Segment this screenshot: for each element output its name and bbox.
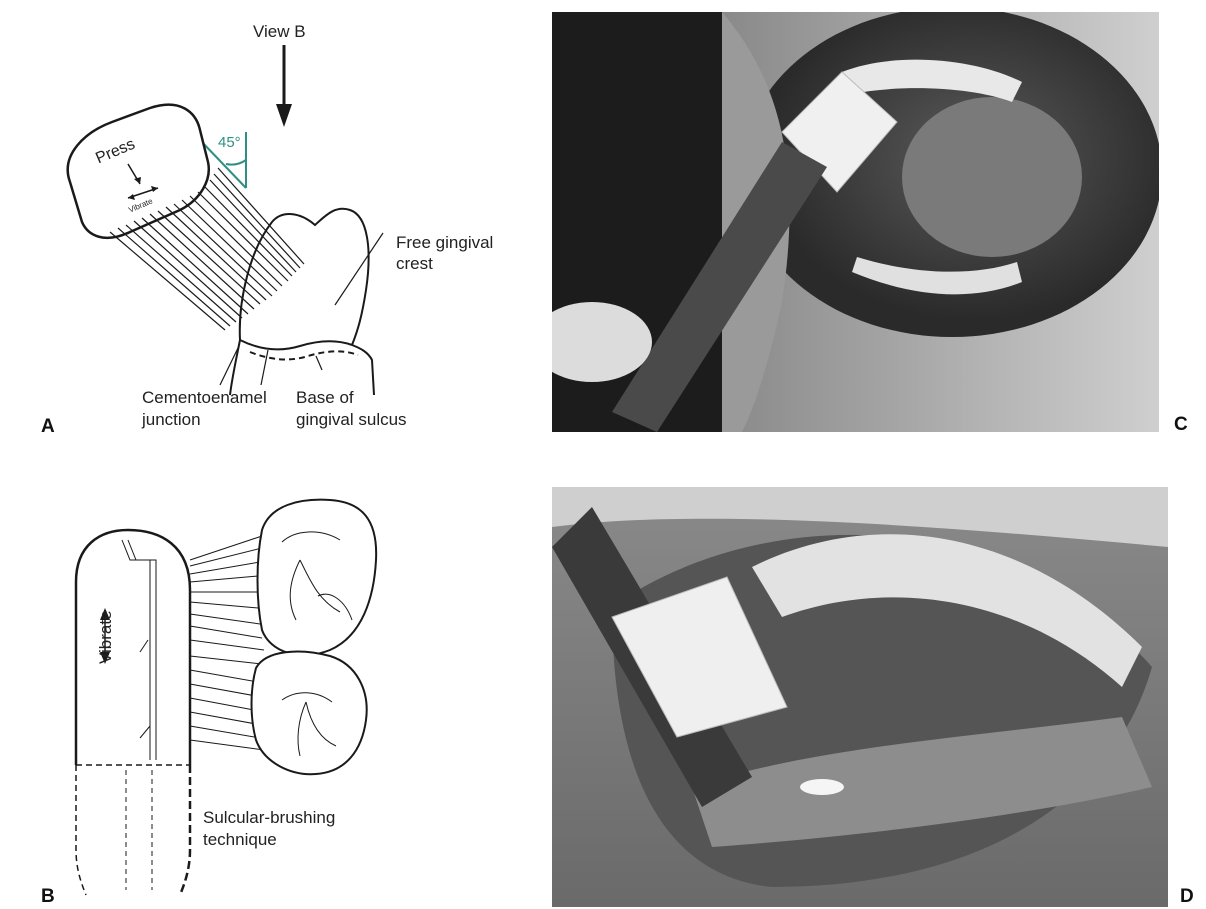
technique-label-2: technique — [203, 830, 277, 849]
panel-letter-d: D — [1180, 886, 1194, 908]
panel-letter-c: C — [1174, 414, 1188, 436]
molar-lower — [252, 652, 367, 775]
panel-b-drawing — [0, 0, 540, 909]
panel-c-photo — [552, 12, 1159, 432]
panel-c-photo-shapes — [552, 12, 1159, 432]
panel-letter-b: B — [41, 886, 55, 908]
panel-d-photo-shapes — [552, 487, 1168, 907]
vibrate-label: Vibrate — [96, 610, 115, 664]
molar-upper — [258, 500, 377, 655]
panel-d-photo — [552, 487, 1168, 907]
brush-handle-outline — [76, 530, 190, 895]
technique-label-1: Sulcular-brushing — [203, 808, 335, 827]
